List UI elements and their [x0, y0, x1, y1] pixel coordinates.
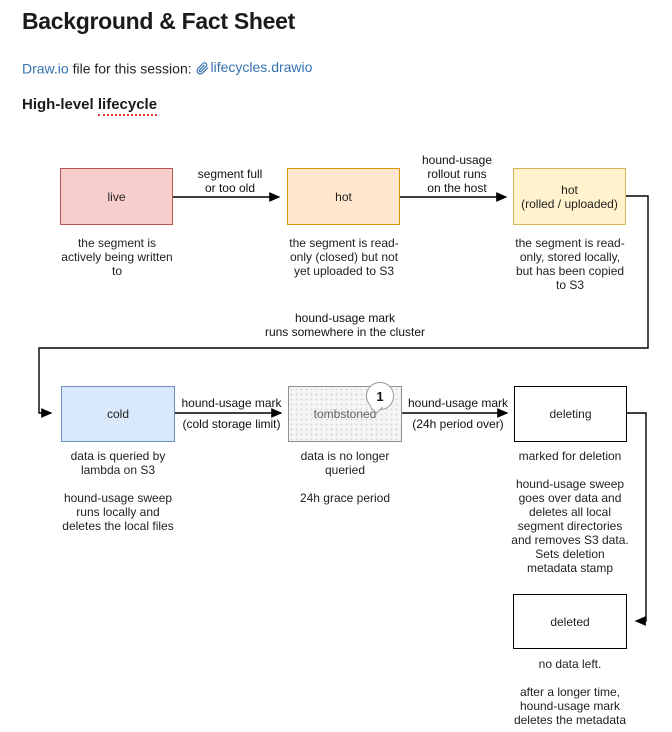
caption-live: the segment is actively being written to: [61, 236, 173, 278]
caption-hot-rolled: the segment is read- only, stored locall…: [515, 236, 625, 292]
heading-misspelled-word: lifecycle: [97, 96, 158, 116]
node-deleting: deleting: [514, 386, 627, 442]
edge-label-live-to-hot: segment full or too old: [197, 167, 263, 195]
heading-prefix: High-level: [22, 96, 98, 113]
intro-line: Draw.io file for this session: lifecycle…: [22, 59, 312, 77]
page-title: Background & Fact Sheet: [22, 8, 295, 34]
node-deleted: deleted: [513, 594, 627, 649]
caption-deleting: marked for deletion hound-usage sweep go…: [511, 449, 629, 575]
attachment-link[interactable]: lifecycles.drawio: [196, 59, 313, 75]
edge-label-rolled-to-cold: hound-usage mark runs somewhere in the c…: [264, 311, 426, 339]
node-tombstoned: tombstoned: [288, 386, 402, 442]
attachment-name: lifecycles.drawio: [210, 59, 313, 75]
intro-text: file for this session:: [68, 60, 196, 77]
node-hot: hot: [287, 168, 400, 225]
caption-tombstoned: data is no longer queried 24h grace peri…: [299, 449, 391, 505]
drawio-link[interactable]: Draw.io: [22, 60, 69, 77]
caption-deleted: no data left. after a longer time, hound…: [513, 657, 627, 727]
node-hot-rolled-uploaded: hot (rolled / uploaded): [513, 168, 626, 225]
edge-label-tombstoned-to-deleting-top: hound-usage mark: [407, 396, 509, 410]
edge-label-cold-to-tombstoned-bottom: (cold storage limit): [182, 417, 281, 431]
caption-hot: the segment is read- only (closed) but n…: [289, 236, 399, 278]
paperclip-icon: [196, 61, 208, 74]
edge-label-cold-to-tombstoned-top: hound-usage mark: [181, 396, 282, 410]
node-live: live: [60, 168, 173, 225]
node-cold: cold: [61, 386, 175, 442]
section-heading: High-level lifecycle: [22, 96, 158, 116]
caption-cold: data is queried by lambda on S3 hound-us…: [62, 449, 174, 533]
edge-label-tombstoned-to-deleting-bottom: (24h period over): [412, 417, 504, 431]
edge-label-hot-to-rolled: hound-usage rollout runs on the host: [421, 153, 493, 195]
